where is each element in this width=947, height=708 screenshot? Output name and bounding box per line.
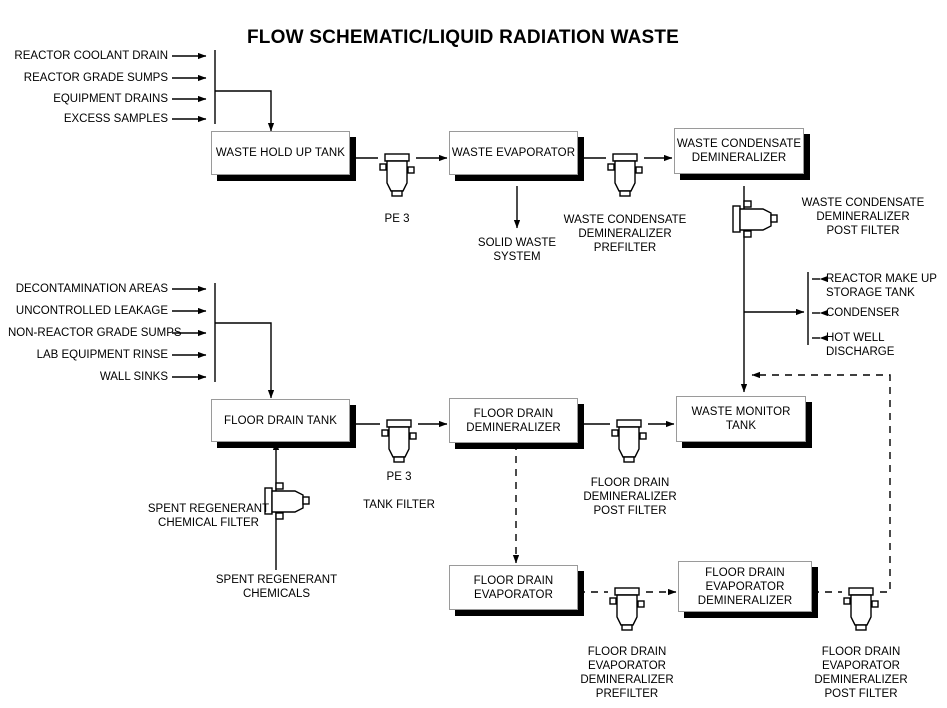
label-spent-regenerant-chemical-filter: SPENT REGENERANT CHEMICAL FILTER: [147, 503, 270, 529]
vertical-filter-icon: [609, 587, 645, 631]
input-label-non-reactor-grade-sumps: NON-REACTOR GRADE SUMPS: [8, 327, 182, 339]
output-label-hot-well-discharge: HOT WELL DISCHARGE: [826, 332, 895, 358]
input-label-wall-sinks: WALL SINKS: [99, 371, 168, 383]
page-title: FLOW SCHEMATIC/LIQUID RADIATION WASTE: [247, 27, 680, 48]
input-label-reactor-grade-sumps: REACTOR GRADE SUMPS: [23, 72, 168, 84]
filter-floor-drain-demin-post-filter[interactable]: [609, 416, 649, 471]
box-waste-condensate-demineralizer[interactable]: WASTE CONDENSATE DEMINERALIZER: [674, 128, 804, 174]
output-label-condenser: CONDENSER: [826, 307, 900, 319]
input-label-uncontrolled-leakage: UNCONTROLLED LEAKAGE: [15, 305, 168, 317]
box-floor-drain-demineralizer[interactable]: FLOOR DRAIN DEMINERALIZER: [449, 398, 578, 443]
box-waste-monitor-tank[interactable]: WASTE MONITOR TANK: [676, 396, 806, 442]
box-waste-evaporator[interactable]: WASTE EVAPORATOR: [449, 131, 578, 175]
label-spent-regenerant-chemicals: SPENT REGENERANT CHEMICALS: [215, 574, 338, 600]
box-floor-drain-tank-label: FLOOR DRAIN TANK: [224, 414, 337, 427]
filter-floor-drain-evap-demin-post-filter[interactable]: [841, 584, 881, 639]
input-label-lab-equipment-rinse: LAB EQUIPMENT RINSE: [36, 349, 168, 361]
input-label-decontamination-areas: DECONTAMINATION AREAS: [15, 283, 168, 295]
box-waste-hold-up-tank-label: WASTE HOLD UP TANK: [215, 147, 346, 159]
filter-spent-regenerant-chemical-filter[interactable]: [261, 481, 311, 528]
label-floor-drain-evap-demin-post-filter: FLOOR DRAIN EVAPORATOR DEMINERALIZER POS…: [814, 646, 908, 700]
box-floor-drain-evaporator[interactable]: FLOOR DRAIN EVAPORATOR: [449, 565, 578, 610]
input-label-reactor-coolant-drain: REACTOR COOLANT DRAIN: [14, 50, 168, 62]
label-floor-drain-evap-demin-prefilter: FLOOR DRAIN EVAPORATOR DEMINERALIZER PRE…: [580, 646, 674, 700]
filter-waste-condensate-demin-prefilter[interactable]: [605, 150, 645, 205]
filter-pe3[interactable]: [377, 150, 417, 205]
horizontal-filter-icon: [732, 200, 778, 238]
box-floor-drain-evaporator-label: FLOOR DRAIN EVAPORATOR: [473, 574, 554, 601]
box-floor-drain-tank[interactable]: FLOOR DRAIN TANK: [211, 399, 350, 442]
vertical-filter-icon: [607, 153, 643, 197]
filter-waste-condensate-demin-post-filter[interactable]: [729, 199, 779, 246]
vertical-filter-icon: [379, 153, 415, 197]
vertical-filter-icon: [611, 419, 647, 463]
vertical-filter-icon: [843, 587, 879, 631]
box-waste-condensate-demineralizer-label: WASTE CONDENSATE DEMINERALIZER: [676, 138, 802, 164]
label-waste-condensate-demin-prefilter: WASTE CONDENSATE DEMINERALIZER PREFILTER: [563, 214, 687, 254]
label-solid-waste-system: SOLID WASTE SYSTEM: [477, 237, 557, 263]
box-waste-evaporator-label: WASTE EVAPORATOR: [451, 147, 576, 159]
label-pe3: PE 3: [384, 213, 410, 225]
output-label-reactor-make-up-storage-tank: REACTOR MAKE UP STORAGE TANK: [826, 273, 937, 299]
box-floor-drain-evaporator-demineralizer[interactable]: FLOOR DRAIN EVAPORATOR DEMINERALIZER: [678, 561, 812, 612]
label-floor-drain-demin-post-filter: FLOOR DRAIN DEMINERALIZER POST FILTER: [583, 477, 677, 517]
filter-pe3-tank-filter[interactable]: [379, 416, 419, 471]
input-label-excess-samples: EXCESS SAMPLES: [63, 113, 168, 125]
vertical-filter-icon: [381, 419, 417, 463]
box-floor-drain-evaporator-demineralizer-label: FLOOR DRAIN EVAPORATOR DEMINERALIZER: [697, 566, 793, 607]
input-label-equipment-drains: EQUIPMENT DRAINS: [53, 93, 168, 105]
filter-floor-drain-evap-demin-prefilter[interactable]: [607, 584, 647, 639]
label-waste-condensate-demin-post-filter: WASTE CONDENSATE DEMINERALIZER POST FILT…: [801, 197, 925, 237]
box-floor-drain-demineralizer-label: FLOOR DRAIN DEMINERALIZER: [466, 407, 561, 434]
box-waste-hold-up-tank[interactable]: WASTE HOLD UP TANK: [211, 131, 350, 175]
box-waste-monitor-tank-label: WASTE MONITOR TANK: [691, 406, 791, 432]
label-pe3-tank-filter: PE 3 TANK FILTER: [363, 471, 435, 511]
horizontal-filter-icon: [264, 482, 310, 520]
